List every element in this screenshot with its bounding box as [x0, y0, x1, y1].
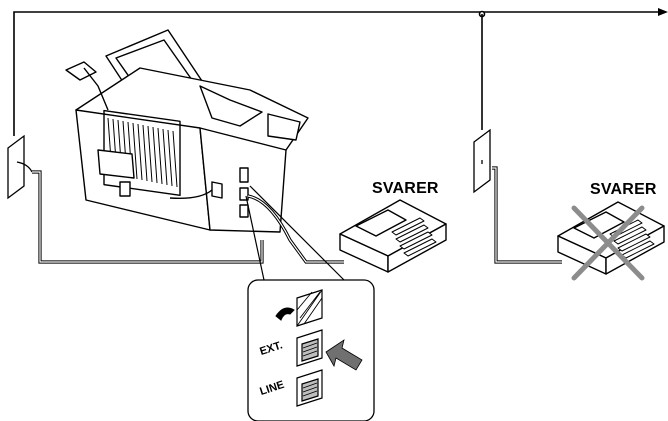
wall-jack-left — [7, 134, 33, 200]
wall-jack-right — [473, 128, 491, 194]
fax-machine — [65, 29, 309, 233]
cable-right-jack-to-answering-machine — [492, 166, 562, 264]
handset-icon — [275, 307, 295, 321]
cross-icon — [571, 205, 645, 281]
answering-machine-label: SVARER — [372, 180, 439, 197]
port-detail-inset — [247, 279, 375, 421]
line-port — [296, 369, 323, 407]
arrow-icon — [325, 339, 363, 371]
answering-machine-correct — [339, 199, 447, 273]
ext-port — [296, 329, 323, 367]
arrow-icon — [658, 8, 668, 16]
zoom-leader-lines — [245, 185, 347, 283]
telephone-line-top — [13, 10, 658, 136]
answering-machine-label-incorrect: SVARER — [590, 181, 657, 198]
phone-port-blocked — [296, 289, 323, 327]
